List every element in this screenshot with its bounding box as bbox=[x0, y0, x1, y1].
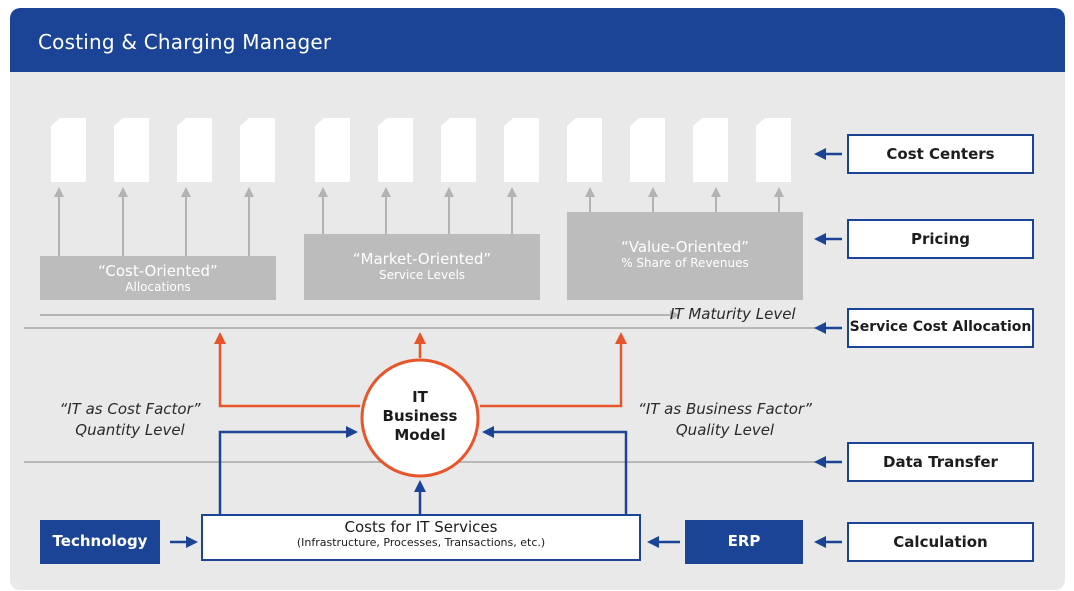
document-icon bbox=[378, 118, 413, 182]
document-icon bbox=[51, 118, 60, 126]
document-icon bbox=[693, 118, 728, 182]
costs-box-title: Costs for IT Services bbox=[344, 518, 498, 536]
data-transfer-label: Data Transfer bbox=[883, 453, 998, 471]
model-line-2: Business bbox=[382, 407, 458, 425]
value-oriented-subtitle: % Share of Revenues bbox=[621, 256, 749, 270]
value-oriented-label: “Value-Oriented” % Share of Revenues bbox=[567, 238, 803, 270]
document-icon bbox=[630, 118, 665, 182]
business-factor-line-2: Quality Level bbox=[675, 421, 775, 439]
model-line-1: IT bbox=[412, 388, 428, 406]
erp-label: ERP bbox=[727, 532, 761, 550]
diagram-canvas bbox=[24, 118, 1034, 564]
calculation-box bbox=[847, 522, 1034, 562]
cost-oriented-subtitle: Allocations bbox=[125, 280, 191, 294]
document-icon bbox=[114, 118, 149, 182]
service-cost-allocation-label: Service Cost Allocation bbox=[849, 319, 1032, 335]
erp-box bbox=[685, 520, 803, 564]
cost-center-documents bbox=[51, 118, 791, 182]
document-icon bbox=[567, 118, 602, 182]
market-oriented-title: “Market-Oriented” bbox=[352, 250, 492, 268]
header-title: Costing & Charging Manager bbox=[38, 30, 332, 54]
document-icon bbox=[240, 118, 275, 182]
costs-box-subtitle: (Infrastructure, Processes, Transactions… bbox=[296, 536, 546, 549]
cost-factor-line-2: Quantity Level bbox=[75, 421, 185, 439]
value-oriented-box bbox=[567, 212, 803, 300]
it-business-model-circle bbox=[360, 358, 480, 478]
document-icon bbox=[51, 118, 86, 182]
value-oriented-title: “Value-Oriented” bbox=[620, 238, 750, 256]
blue-arrow-right bbox=[482, 426, 628, 514]
cost-centers-label: Cost Centers bbox=[886, 145, 995, 163]
business-factor-label: “IT as Business Factor” Quality Level bbox=[610, 399, 840, 441]
calculation-label: Calculation bbox=[893, 533, 988, 551]
orange-arrow-left bbox=[214, 332, 360, 408]
cost-oriented-box bbox=[40, 256, 276, 300]
header-bar: Costing & Charging Manager bbox=[10, 8, 1065, 72]
technology-box bbox=[40, 520, 160, 564]
document-icon bbox=[315, 118, 350, 182]
cost-factor-label: “IT as Cost Factor” Quantity Level bbox=[30, 399, 230, 441]
pricing-label: Pricing bbox=[911, 230, 970, 248]
market-oriented-label: “Market-Oriented” Service Levels bbox=[304, 250, 540, 282]
technology-label: Technology bbox=[52, 532, 148, 550]
business-factor-line-1: “IT as Business Factor” bbox=[638, 400, 812, 418]
maturity-label: IT Maturity Level bbox=[670, 305, 796, 323]
it-business-model-label: IT Business Model bbox=[362, 388, 478, 445]
cost-centers-box bbox=[847, 134, 1034, 174]
costs-for-it-services-box bbox=[201, 514, 641, 561]
allocation-arrows bbox=[54, 187, 784, 256]
pricing-box bbox=[847, 219, 1034, 259]
market-oriented-subtitle: Service Levels bbox=[378, 268, 466, 282]
cost-oriented-title: “Cost-Oriented” bbox=[98, 262, 218, 280]
blue-arrow-left bbox=[218, 426, 358, 514]
cost-oriented-label: “Cost-Oriented” Allocations bbox=[40, 262, 276, 294]
data-transfer-box bbox=[847, 442, 1034, 482]
document-icon bbox=[504, 118, 539, 182]
blue-arrows bbox=[170, 148, 842, 548]
orange-arrow-right bbox=[480, 332, 627, 408]
costs-box-label: Costs for IT Services (Infrastructure, P… bbox=[202, 518, 640, 549]
model-line-3: Model bbox=[394, 426, 446, 444]
document-icon bbox=[756, 118, 791, 182]
document-icon bbox=[441, 118, 476, 182]
orange-arrows bbox=[214, 332, 627, 408]
diagram-frame: Costing & Charging Manager bbox=[10, 8, 1065, 590]
cost-factor-line-1: “IT as Cost Factor” bbox=[59, 400, 201, 418]
document-icon bbox=[177, 118, 212, 182]
market-oriented-box bbox=[304, 234, 540, 300]
service-cost-allocation-box bbox=[847, 308, 1034, 348]
